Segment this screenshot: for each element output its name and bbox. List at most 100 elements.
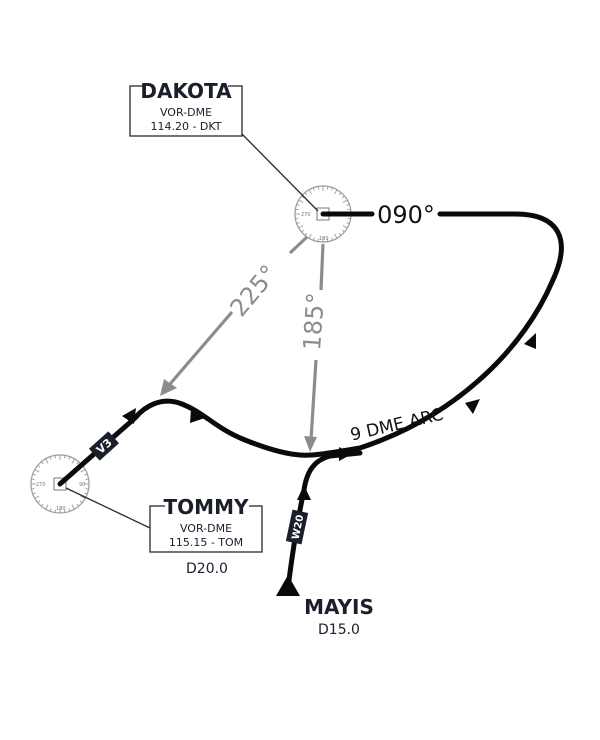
rose-tick [49, 508, 52, 512]
rose-tick [31, 488, 35, 490]
rose-tick [296, 222, 300, 225]
rose-tick [31, 478, 35, 480]
rose-tick [312, 237, 315, 241]
tommy-rose-90: 90 [79, 482, 85, 488]
rose-tick [295, 217, 299, 220]
rose-tick [45, 458, 49, 464]
rose-tick [54, 509, 56, 513]
radial-185 [304, 243, 325, 452]
rose-tick [308, 233, 312, 239]
dakota-station-name: DAKOTA [140, 79, 232, 103]
rose-tick [84, 492, 88, 495]
rose-tick [64, 455, 66, 459]
rose-tick [347, 217, 351, 220]
radial-225-segment-lower [168, 310, 234, 386]
rose-tick [45, 504, 49, 510]
tommy-box-frame [149, 505, 263, 553]
dakota-info-box: DAKOTA VOR-DME 114.20 - DKT [129, 79, 243, 137]
rose-tick [312, 187, 315, 191]
rose-tick [32, 492, 36, 495]
rose-tick [342, 225, 348, 229]
route-arrow-4 [524, 333, 536, 349]
course-090-label: 090° [377, 201, 435, 229]
tommy-station-name: TOMMY [164, 495, 249, 519]
rose-tick [76, 503, 79, 507]
radial-225-segment-upper [288, 235, 309, 255]
rose-tick [331, 237, 334, 241]
rose-tick [338, 232, 342, 236]
tommy-station-frequency: 115.15 - TOM [169, 536, 243, 549]
rose-tick [85, 478, 89, 480]
route-arrow-1 [190, 409, 205, 423]
dakota-rose-270: 270 [301, 212, 311, 218]
tommy-box-title-gap [165, 498, 249, 512]
rose-tick [79, 500, 83, 503]
dakota-box-frame [129, 85, 243, 137]
rose-tick [37, 465, 41, 468]
rose-tick [80, 495, 86, 499]
airway-v3-badge: V3 [88, 431, 120, 461]
rose-tick [68, 508, 71, 512]
rose-tick [296, 203, 300, 206]
rose-tick [304, 232, 308, 236]
rose-tick [347, 208, 351, 211]
rose-tick [317, 186, 320, 190]
mayis-dme-distance: D15.0 [318, 622, 360, 638]
rose-tick [76, 461, 79, 465]
mayis-fix-name: MAYIS [304, 595, 374, 619]
rose-tick [68, 456, 71, 460]
dakota-station-frequency: 114.20 - DKT [150, 120, 221, 133]
rose-tick [37, 500, 41, 503]
rose-tick [84, 473, 88, 476]
radial-185-segment-upper [319, 243, 325, 291]
rose-tick [326, 238, 329, 242]
rose-tick [334, 233, 338, 239]
airway-w20-badge: W20 [285, 509, 309, 545]
radial-225-label: 225° [225, 260, 284, 322]
rose-tick [341, 229, 345, 233]
rose-tick [85, 488, 89, 490]
rose-tick [341, 195, 345, 199]
rose-tick [80, 469, 86, 473]
rose-tick [301, 195, 305, 199]
route-arrow-2 [339, 447, 352, 461]
rose-tick [71, 458, 75, 464]
tommy-rose-ticks [31, 455, 89, 513]
dakota-box-title-gap [144, 80, 228, 94]
route-arrow-v3 [122, 408, 136, 424]
rose-tick [326, 186, 329, 190]
airway-w20-label: W20 [290, 514, 306, 541]
dakota-leader-line [241, 133, 319, 212]
rose-tick [346, 203, 350, 206]
rose-tick [295, 208, 299, 211]
rose-tick [34, 495, 40, 499]
rose-tick [41, 503, 44, 507]
rose-tick [34, 469, 40, 473]
route-arrow-w20 [297, 485, 311, 500]
rose-tick [334, 189, 338, 195]
dakota-rose-180: 180 [319, 236, 329, 242]
route-arrow-3 [465, 399, 480, 414]
dakota-station-type: VOR-DME [160, 106, 212, 119]
airway-v3-box [88, 431, 120, 461]
rose-tick [41, 461, 44, 465]
rose-tick [49, 456, 52, 460]
rose-tick [304, 192, 308, 196]
rose-tick [317, 238, 320, 242]
rose-tick [298, 225, 304, 229]
mayis-fix-triangle [276, 575, 300, 596]
rose-tick [71, 504, 75, 510]
rose-tick [54, 455, 56, 459]
radial-185-arrowhead [304, 436, 317, 452]
rose-tick [346, 222, 350, 225]
rose-tick [301, 229, 305, 233]
route-v3-to-arc [57, 398, 303, 487]
radial-225-arrowhead [160, 379, 177, 396]
rose-tick [64, 509, 66, 513]
rose-tick [298, 199, 304, 203]
radial-185-label: 185° [298, 292, 330, 352]
tommy-station-type: VOR-DME [180, 522, 232, 535]
radial-185-segment-lower [309, 359, 318, 441]
tommy-dme-distance: D20.0 [186, 561, 228, 577]
